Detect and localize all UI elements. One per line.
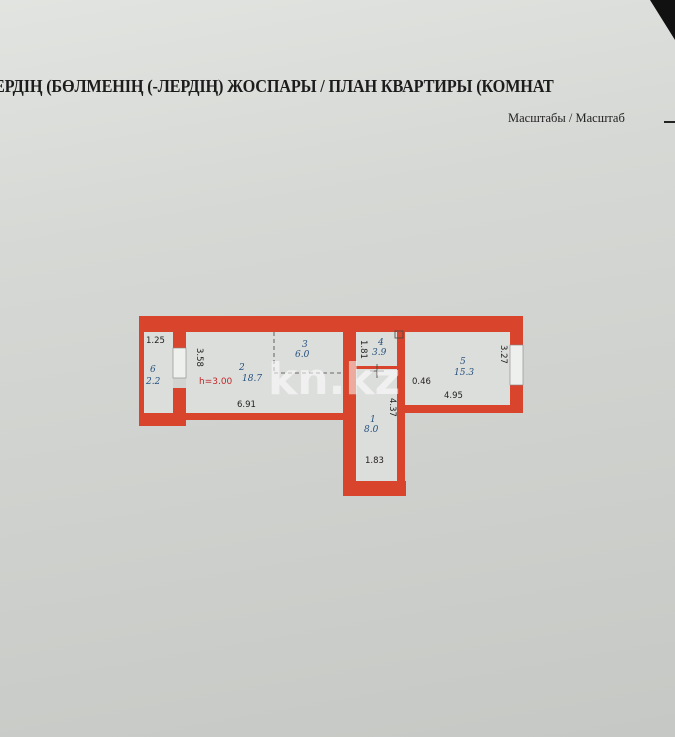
scale-line xyxy=(664,121,675,123)
dim-4-37: 4.37 xyxy=(387,398,397,417)
room-3-area: 6.0 xyxy=(295,350,310,360)
room-2-area: 18.7 xyxy=(242,374,262,384)
room-2-number: 2 xyxy=(238,363,245,373)
ceiling-height: h=3.00 xyxy=(199,377,233,387)
dim-4-95: 4.95 xyxy=(444,391,463,401)
dim-6-91: 6.91 xyxy=(237,400,256,410)
dim-0-46: 0.46 xyxy=(412,377,431,387)
scale-label: Масштабы / Масштаб xyxy=(508,111,625,125)
windows xyxy=(172,344,524,386)
room-1-number: 1 xyxy=(370,415,376,425)
room-1-area: 8.0 xyxy=(364,425,379,435)
dim-1-83: 1.83 xyxy=(365,456,384,466)
photo-edge-dark xyxy=(650,0,675,40)
document-title: ЕРДІҢ (БӨЛМЕНІҢ (-ЛЕРДІҢ) ЖОСПАРЫ / ПЛАН… xyxy=(0,76,554,96)
room-3-number: 3 xyxy=(302,340,308,350)
room-6-area: 2.2 xyxy=(145,377,161,387)
room-4-number: 4 xyxy=(377,338,384,348)
dim-1-25: 1.25 xyxy=(146,336,165,346)
walls xyxy=(139,316,523,496)
room-4-area: 3.9 xyxy=(372,348,387,358)
dim-3-58: 3.58 xyxy=(194,348,204,367)
room-6-number: 6 xyxy=(150,365,156,375)
dim-3-27: 3.27 xyxy=(498,345,508,364)
room-5-area: 15.3 xyxy=(454,368,474,378)
room-5-number: 5 xyxy=(460,357,466,367)
watermark: kn.kz xyxy=(268,354,400,405)
partition-lines xyxy=(273,330,404,378)
room-interiors xyxy=(144,332,510,481)
dim-1-81: 1.81 xyxy=(358,340,368,359)
